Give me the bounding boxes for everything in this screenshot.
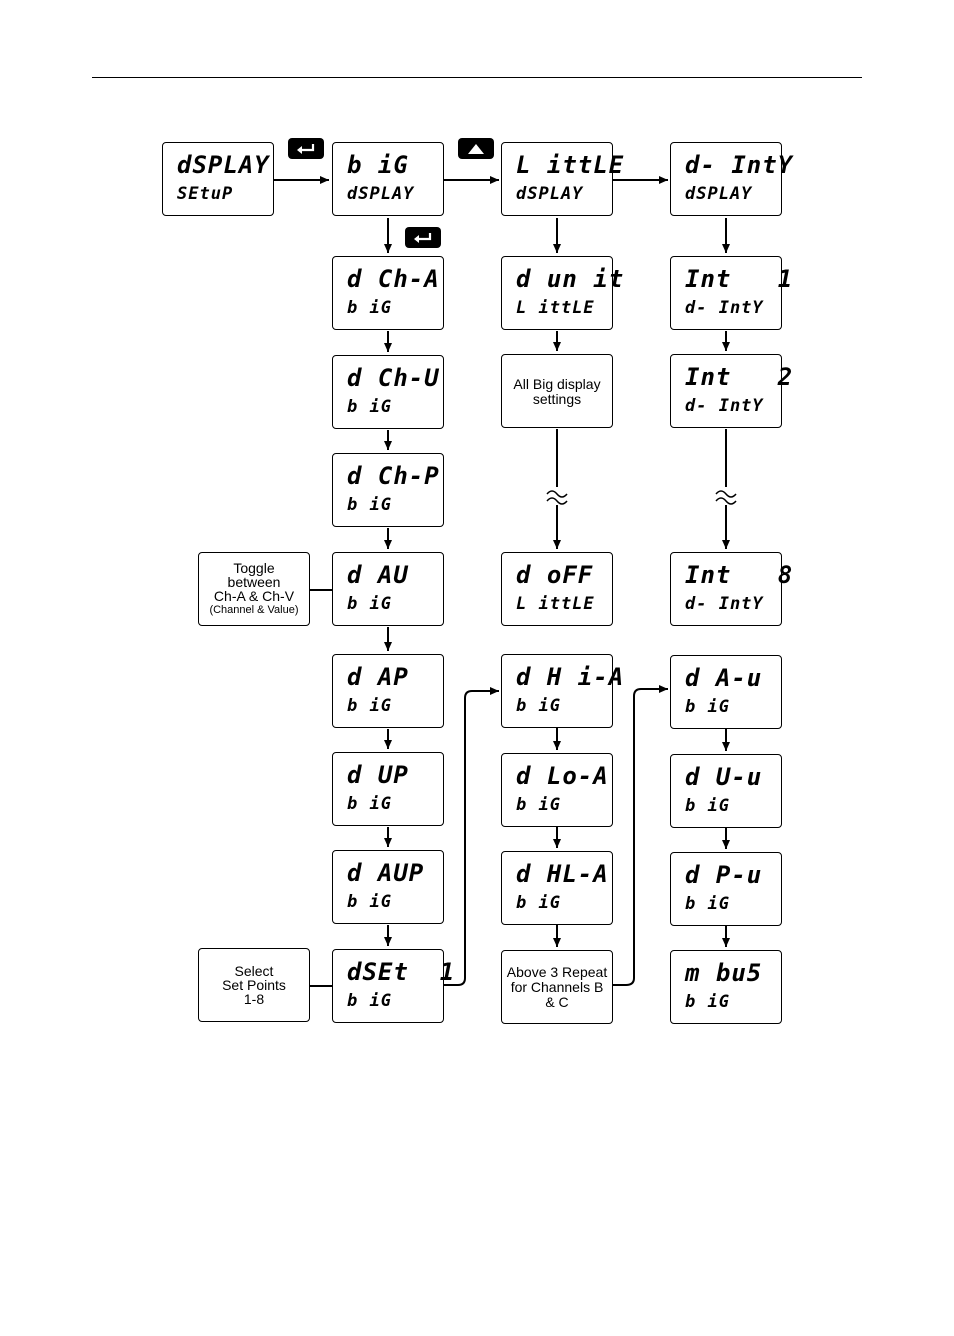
- display-line-2: b iG: [347, 298, 392, 318]
- display-setup-box: dSPLAY SEtuP: [162, 142, 274, 216]
- display-line-1: m bu5: [685, 959, 763, 987]
- display-line-2: d- IntY: [685, 594, 764, 614]
- display-line-1: d AP: [347, 663, 409, 691]
- display-line-2: b iG: [516, 696, 561, 716]
- d-vu-box: d U-u b iG: [670, 754, 782, 828]
- display-line-1: d oFF: [516, 561, 594, 589]
- display-line-2: L ittLE: [516, 594, 595, 614]
- display-line-1: Int 2: [685, 363, 794, 391]
- up-arrow-key-icon: [458, 138, 494, 159]
- box-text: All Big display settings: [513, 376, 601, 407]
- display-line-1: d Ch-P: [347, 462, 440, 490]
- note-line: Select: [234, 963, 274, 979]
- d-avp-box: d AUP b iG: [332, 850, 444, 924]
- d-unit-box: d un it L ittLE: [501, 256, 623, 330]
- break-symbol-icon: [546, 490, 568, 498]
- display-line-1: d un it: [516, 265, 625, 293]
- display-line-2: dSPLAY: [516, 184, 584, 204]
- display-line-2: b iG: [347, 991, 392, 1011]
- little-display-box: L ittLE dSPLAY: [501, 142, 623, 216]
- enter-key-icon: [288, 138, 324, 159]
- display-line-2: b iG: [347, 696, 392, 716]
- break-symbol-icon: [715, 497, 737, 505]
- display-line-2: b iG: [516, 893, 561, 913]
- display-line-1: d AUP: [347, 859, 425, 887]
- note-line: Set Points: [222, 977, 286, 993]
- display-line-2: b iG: [685, 992, 730, 1012]
- display-line-2: b iG: [685, 697, 730, 717]
- arrow-dset-to-dhia: [444, 687, 499, 986]
- display-line-2: b iG: [516, 795, 561, 815]
- display-line-2: b iG: [347, 397, 392, 417]
- display-line-2: L ittLE: [516, 298, 595, 318]
- d-off-box: d oFF L ittLE: [501, 552, 613, 626]
- select-note: Select Set Points 1-8: [198, 948, 310, 1022]
- note-line: Ch-A & Ch-V: [213, 588, 295, 604]
- int1-box: Int 1 d- IntY: [670, 256, 792, 330]
- display-line-2: b iG: [347, 892, 392, 912]
- display-line-1: d AU: [347, 561, 409, 589]
- box-text: Above 3 Repeat for Channels B & C: [506, 963, 608, 1010]
- display-line-2: b iG: [347, 594, 392, 614]
- d-cha-box: d Ch-A b iG: [332, 256, 444, 330]
- int2-box: Int 2 d- IntY: [670, 354, 792, 428]
- display-line-2: d- IntY: [685, 298, 764, 318]
- display-line-2: b iG: [685, 894, 730, 914]
- display-line-1: d A-u: [685, 664, 763, 692]
- display-line-1: d H i-A: [516, 663, 625, 691]
- break-symbol-icon: [715, 490, 737, 498]
- d-hla-box: d HL-A b iG: [501, 851, 613, 925]
- enter-key-icon: [405, 227, 441, 248]
- int8-box: Int 8 d- IntY: [670, 552, 792, 626]
- display-line-1: L ittLE: [516, 151, 625, 179]
- toggle-note: Toggle between Ch-A & Ch-V (Channel & Va…: [198, 552, 310, 626]
- display-line-2: b iG: [347, 495, 392, 515]
- d-ap-box: d AP b iG: [332, 654, 444, 728]
- display-line-1: d UP: [347, 761, 409, 789]
- header-rule: [92, 77, 862, 78]
- display-line-1: d Ch-U: [347, 364, 440, 392]
- intensity-display-box: d- IntY dSPLAY: [670, 142, 792, 216]
- display-line-1: d U-u: [685, 763, 763, 791]
- d-loa-box: d Lo-A b iG: [501, 753, 613, 827]
- d-chv-box: d Ch-U b iG: [332, 355, 444, 429]
- display-line-1: Int 8: [685, 561, 794, 589]
- display-line-1: d P-u: [685, 861, 763, 889]
- display-line-2: dSPLAY: [685, 184, 753, 204]
- d-chp-box: d Ch-P b iG: [332, 453, 444, 527]
- d-av-box: d AU b iG: [332, 552, 444, 626]
- above3-repeat-box: Above 3 Repeat for Channels B & C: [501, 950, 613, 1024]
- d-vp-box: d UP b iG: [332, 752, 444, 826]
- d-pu-box: d P-u b iG: [670, 852, 782, 926]
- display-line-1: d- IntY: [685, 151, 794, 179]
- note-line: Toggle: [233, 560, 275, 576]
- display-line-2: b iG: [347, 794, 392, 814]
- display-line-2: b iG: [685, 796, 730, 816]
- display-line-1: dSEt 1: [347, 958, 456, 986]
- break-symbol-icon: [546, 497, 568, 505]
- d-au-box: d A-u b iG: [670, 655, 782, 729]
- all-big-settings-box: All Big display settings: [501, 354, 613, 428]
- display-line-1: Int 1: [685, 265, 794, 293]
- d-hia-box: d H i-A b iG: [501, 654, 623, 728]
- big-display-box: b iG dSPLAY: [332, 142, 444, 216]
- display-line-1: b iG: [347, 151, 409, 179]
- arrow-above3-to-dau: [613, 685, 668, 986]
- display-line-1: d Lo-A: [516, 762, 609, 790]
- display-line-2: SEtuP: [177, 184, 234, 204]
- note-line: between: [227, 574, 281, 590]
- display-line-1: d HL-A: [516, 860, 609, 888]
- display-line-2: d- IntY: [685, 396, 764, 416]
- display-line-1: d Ch-A: [347, 265, 440, 293]
- display-line-1: dSPLAY: [177, 151, 270, 179]
- dset1-box: dSEt 1 b iG: [332, 949, 454, 1023]
- display-line-2: dSPLAY: [347, 184, 415, 204]
- modbus-box: m bu5 b iG: [670, 950, 782, 1024]
- note-line: (Channel & Value): [209, 604, 299, 616]
- note-line: 1-8: [243, 991, 265, 1007]
